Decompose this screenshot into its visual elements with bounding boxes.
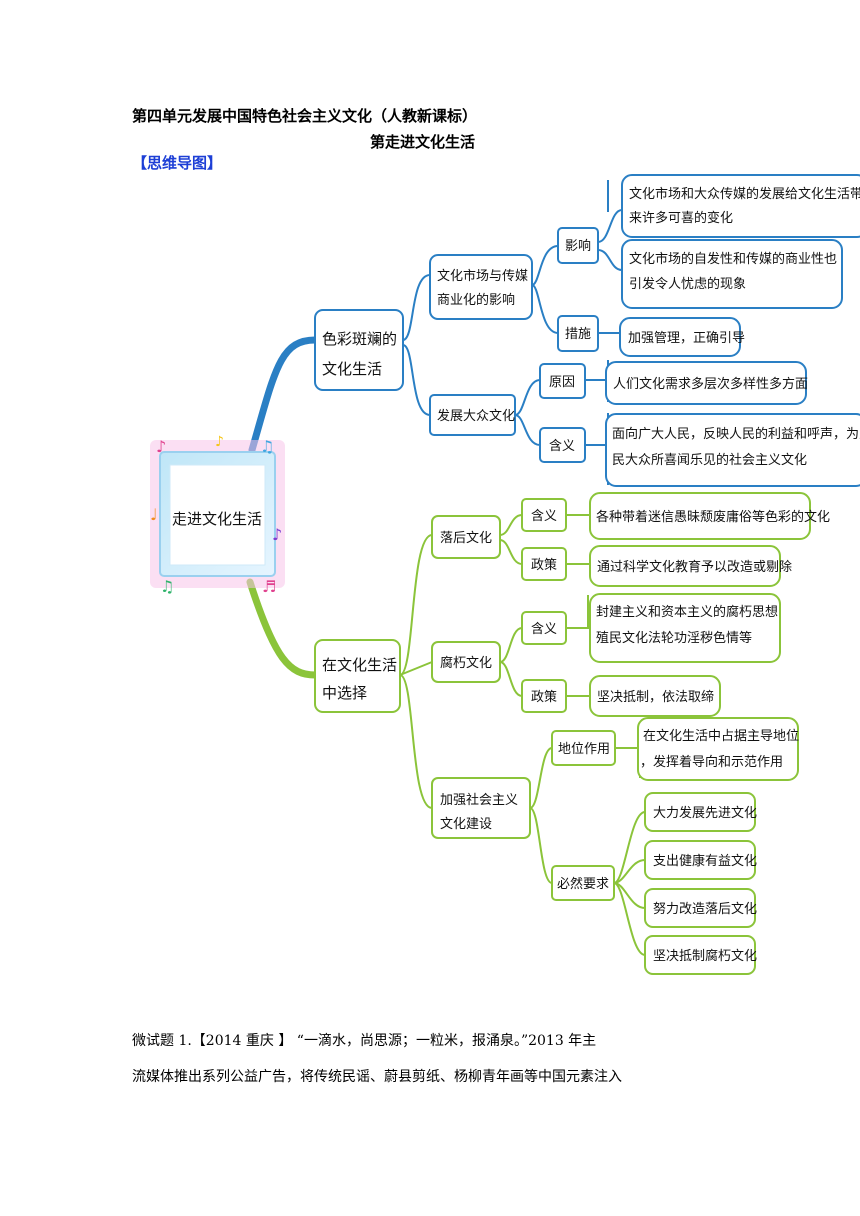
music-note-icon: ♪: [272, 525, 282, 544]
node-market-media-influence: [429, 254, 533, 320]
document-title: 第四单元发展中国特色社会主义文化（人教新课标）: [132, 107, 478, 125]
node-requirement-2: [644, 840, 756, 880]
body-paragraph-line-1: 微试题 1.【2014 重庆 】 “一滴水，尚思源；一粒米，报涌泉。”2013 …: [132, 1033, 597, 1049]
node-text: 民大众所喜闻乐见的社会主义文化: [612, 452, 807, 468]
node-text: 封建主义和资本主义的腐朽思想: [596, 604, 778, 620]
body-paragraph-line-2: 流媒体推出系列公益广告，将传统民谣、蔚县剪纸、杨柳青年画等中国元素注入: [132, 1069, 622, 1085]
node-text: 坚决抵制，依法取缔: [597, 689, 714, 705]
music-note-icon: ♫: [260, 437, 274, 456]
node-text: 加强社会主义: [440, 792, 518, 808]
node-measures: [557, 315, 599, 352]
node-influence-negative: [621, 239, 843, 309]
node-decadent-policy-content: [589, 675, 721, 717]
node-text: 殖民文化法轮功淫秽色情等: [596, 630, 752, 646]
node-text: 通过科学文化教育予以改造或剔除: [597, 559, 792, 575]
music-note-icon: ♬: [262, 577, 276, 596]
node-backward-meaning: [521, 498, 567, 532]
node-influence: [557, 227, 599, 264]
node-decadent-policy: [521, 679, 567, 713]
node-mass-culture: [429, 394, 516, 436]
node-decadent-meaning: [521, 611, 567, 645]
node-text: 含义: [531, 621, 557, 637]
root-node: 走进文化生活 ♪ ♫ ♩ ♪ ♫ ♬ ♪: [150, 434, 285, 596]
root-frame-center: [169, 464, 266, 566]
node-mass-reason: [539, 363, 586, 399]
node-text: 腐朽文化: [440, 656, 492, 671]
mind-map: 走进文化生活 ♪ ♫ ♩ ♪ ♫ ♬ ♪: [150, 174, 860, 975]
node-text: 文化建设: [440, 817, 492, 832]
node-text: 影响: [565, 238, 591, 254]
node-text: ，发挥着导向和示范作用: [640, 754, 783, 770]
music-note-icon: ♪: [156, 437, 166, 456]
node-text: 文化生活: [322, 360, 382, 378]
node-decadent-culture: [431, 641, 501, 683]
blue-connectors: [248, 180, 623, 485]
node-requirement-4: [644, 935, 756, 975]
node-text: 中选择: [322, 684, 367, 702]
node-text: 各种带着迷信愚昧颓废庸俗等色彩的文化: [596, 509, 830, 525]
node-influence-positive: [621, 174, 860, 238]
node-choice-in-cultural-life: [314, 639, 401, 713]
music-note-icon: ♩: [150, 505, 158, 524]
node-text: 色彩斑斓的: [322, 330, 397, 348]
root-node-text: 走进文化生活: [172, 510, 262, 528]
node-text: 政策: [531, 689, 557, 705]
document-subtitle: 第走进文化生活: [370, 133, 476, 151]
node-requirements: [551, 865, 615, 901]
node-requirement-1: [644, 792, 756, 832]
node-backward-policy-content: [589, 545, 781, 587]
node-text: 在文化生活: [322, 656, 397, 674]
node-text: 加强管理，正确引导: [628, 331, 745, 346]
node-backward-policy: [521, 547, 567, 581]
node-text: 人们文化需求多层次多样性多方面: [613, 376, 808, 392]
node-text: 必然要求: [557, 876, 609, 892]
node-socialist-culture: [431, 777, 531, 839]
node-backward-culture: [431, 515, 501, 559]
node-mass-meaning: [539, 427, 586, 463]
node-text: 含义: [549, 438, 575, 454]
node-text: 文化市场与传媒: [437, 268, 528, 284]
node-mass-meaning-content: [605, 413, 860, 487]
node-text: 原因: [549, 375, 575, 390]
node-text: 大力发展先进文化: [653, 805, 757, 821]
node-backward-meaning-content: [589, 492, 811, 540]
node-measures-content: [619, 317, 741, 357]
node-text: 来许多可喜的变化: [629, 210, 733, 226]
section-label: 【思维导图】: [132, 154, 223, 172]
node-text: 努力改造落后文化: [653, 902, 757, 917]
node-text: 含义: [531, 508, 557, 524]
node-text: 引发令人忧虑的现象: [629, 276, 746, 292]
node-text: 坚决抵制腐朽文化: [653, 949, 757, 964]
node-text: 面向广大人民，反映人民的利益和呼声，为人: [612, 426, 860, 442]
node-requirement-3: [644, 888, 756, 928]
node-text: 在文化生活中占据主导地位: [643, 729, 799, 744]
node-text: 政策: [531, 557, 557, 573]
node-text: 发展大众文化: [437, 408, 515, 424]
node-text: 商业化的影响: [437, 292, 515, 308]
music-note-icon: ♪: [215, 434, 224, 450]
node-mass-reason-content: [605, 361, 807, 405]
node-text: 文化市场和大众传媒的发展给文化生活带: [629, 186, 860, 202]
node-text: 地位作用: [558, 742, 610, 757]
node-text: 措施: [565, 327, 591, 342]
node-status-role-content: [637, 717, 799, 781]
node-text: 支出健康有益文化: [653, 853, 757, 869]
node-decadent-meaning-content: [589, 593, 781, 663]
node-status-role: [551, 730, 616, 766]
node-text: 落后文化: [440, 531, 492, 546]
node-colorful-cultural-life: [314, 309, 404, 391]
music-note-icon: ♫: [160, 577, 174, 596]
node-text: 文化市场的自发性和传媒的商业性也: [629, 251, 837, 267]
